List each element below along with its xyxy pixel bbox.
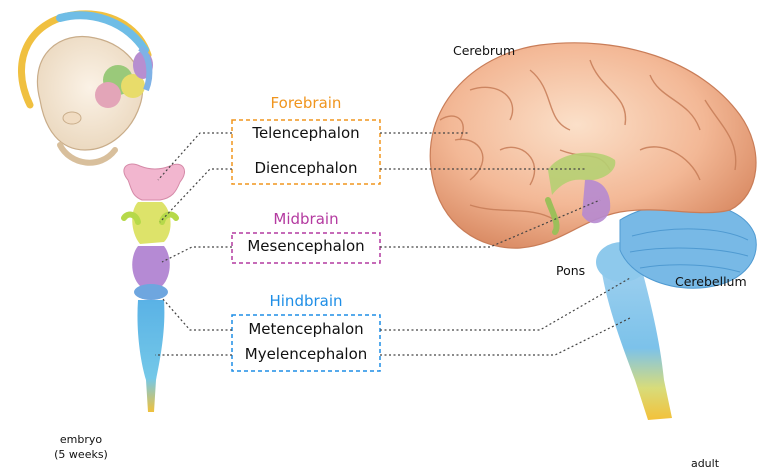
- cerebellum-label: Cerebellum: [675, 274, 747, 289]
- embryo-caption-line2: (5 weeks): [46, 447, 116, 462]
- embryonic-neural-tube: [124, 164, 185, 412]
- hindbrain-heading: Hindbrain: [233, 292, 379, 310]
- embryo-illustration: [21, 14, 153, 163]
- metencephalon-label: Metencephalon: [233, 320, 379, 338]
- cerebrum-label: Cerebrum: [453, 43, 515, 58]
- embryo-caption: embryo (5 weeks): [46, 432, 116, 462]
- pons-label: Pons: [556, 263, 585, 278]
- midbrain-heading: Midbrain: [233, 210, 379, 228]
- embryo-caption-line1: embryo: [46, 432, 116, 447]
- diencephalon-label: Diencephalon: [233, 159, 379, 177]
- adult-caption: adult: [685, 456, 725, 471]
- telencephalon-label: Telencephalon: [233, 124, 379, 142]
- myelencephalon-label: Myelencephalon: [233, 345, 379, 363]
- mesencephalon-label: Mesencephalon: [233, 237, 379, 255]
- adult-brain-illustration: [430, 43, 756, 420]
- forebrain-heading: Forebrain: [233, 94, 379, 112]
